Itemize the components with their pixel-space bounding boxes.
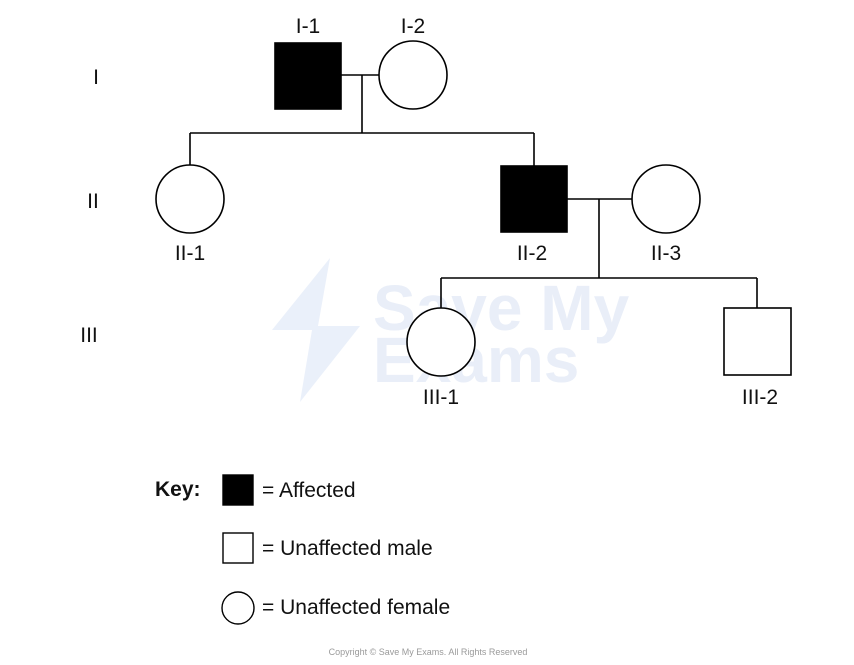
key-unaffected-male-symbol	[222, 532, 254, 564]
legend-key: Key: = Affected = Unaffected male = Unaf…	[155, 474, 450, 625]
key-title: Key:	[155, 478, 201, 501]
key-unaffected-female-symbol	[221, 591, 255, 625]
label-ii3: II-3	[651, 242, 681, 265]
lightning-bolt-icon	[272, 258, 360, 402]
label-iii2: III-2	[742, 386, 778, 409]
pedigree-lines	[189, 74, 758, 308]
label-i1: I-1	[296, 15, 321, 38]
key-affected-label: = Affected	[262, 479, 356, 502]
label-i2: I-2	[401, 15, 426, 38]
label-iii1: III-1	[423, 386, 459, 409]
label-ii2: II-2	[517, 242, 547, 265]
label-ii1: II-1	[175, 242, 205, 265]
individual-ii1-unaffected-female	[155, 164, 225, 234]
generation-label-ii: II	[87, 190, 99, 213]
individual-ii2-affected-male	[500, 165, 568, 233]
individual-iii2-unaffected-male	[723, 307, 792, 376]
copyright-notice: Copyright © Save My Exams. All Rights Re…	[329, 647, 528, 657]
generation-label-iii: III	[80, 324, 98, 347]
generation-label-i: I	[93, 66, 99, 89]
watermark-line-2: Exams	[373, 324, 579, 396]
key-affected-symbol	[222, 474, 254, 506]
individual-i1-affected-male	[274, 42, 342, 110]
individual-iii1-unaffected-female	[406, 307, 476, 377]
key-unaffected-male-label: = Unaffected male	[262, 537, 433, 560]
individual-i2-unaffected-female	[378, 40, 448, 110]
individual-ii3-unaffected-female	[631, 164, 701, 234]
key-unaffected-female-label: = Unaffected female	[262, 596, 450, 619]
